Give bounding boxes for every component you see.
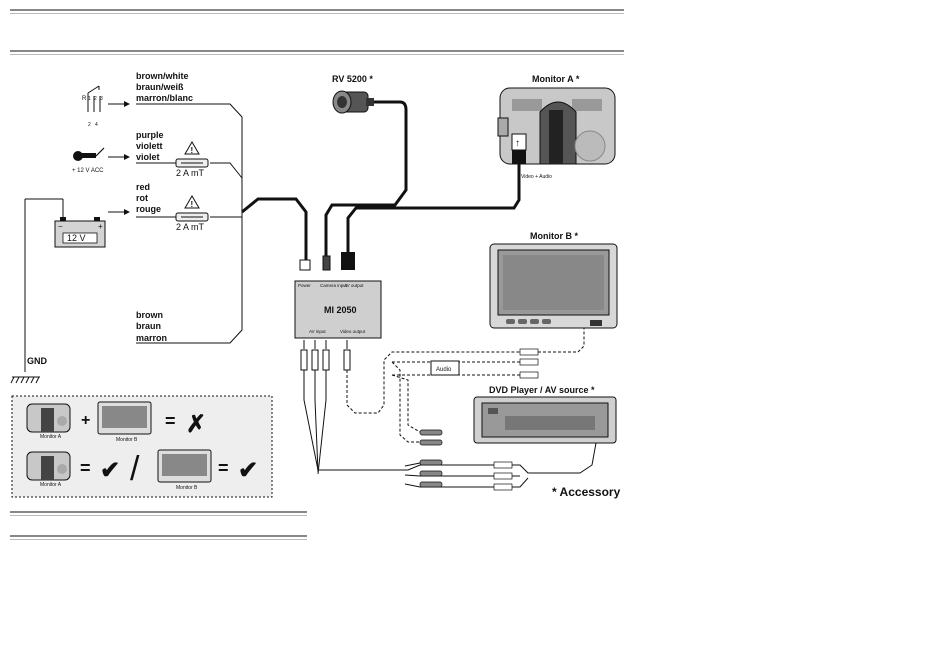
inset-monitor-b-icon-1 (97, 401, 152, 435)
switch-pin-4: 4 (95, 122, 98, 128)
camera-cable (324, 100, 408, 258)
monitor-a-cable (346, 164, 521, 252)
audio-label: Audio (436, 367, 452, 373)
monitor-a-icon: ↑ (497, 87, 616, 165)
inset-monitor-a-label-2: Monitor A (40, 482, 62, 488)
monitor-a-title: Monitor A * (532, 74, 580, 84)
cross-icon: ✗ (186, 411, 206, 438)
svg-text:+: + (98, 222, 103, 231)
av-output-connector (341, 252, 355, 270)
inset-plus: + (81, 412, 90, 429)
port-av-input-label: AV input (309, 329, 326, 334)
rca-plugs-bottom (300, 340, 351, 371)
wire-purple-en: purple (136, 130, 164, 140)
power-harness-cable (241, 197, 308, 262)
wire-purple-de: violett (136, 141, 163, 151)
inset-monitor-a-label-1: Monitor A (40, 434, 62, 440)
gnd-label: GND (27, 356, 48, 366)
accessory-note: * Accessory (552, 485, 621, 499)
wire-brown-white-de: braun/weiß (136, 82, 184, 92)
inset-monitor-b-label-2: Monitor B (176, 485, 198, 491)
switch-pin-2: 2 (94, 96, 97, 102)
monitor-a-port-label: Video + Audio (521, 174, 552, 180)
inset-equals-3: = (218, 458, 229, 478)
inset-monitor-a-icon-2 (26, 451, 71, 481)
fuse-purple-rating: 2 A mT (176, 168, 205, 178)
dvd-title: DVD Player / AV source * (489, 385, 595, 395)
port-av-output-label: AV output (344, 283, 364, 288)
mi-2050-module (294, 280, 382, 339)
inset-equals-2: = (80, 458, 91, 478)
inset-slash: / (130, 450, 140, 488)
wire-brown-fr: marron (136, 333, 167, 343)
wire-red-fr: rouge (136, 204, 161, 214)
check-icon-1: ✔ (100, 457, 120, 484)
acc-label: + 12 V ACC (72, 168, 104, 174)
ignition-switch-icon (87, 85, 101, 112)
footer-rules (10, 511, 307, 540)
port-camera-input-label: Camera input (320, 283, 348, 288)
wire-brown-en: brown (136, 310, 163, 320)
fuse-red-icon: ! (175, 195, 209, 222)
wire-purple-fr: violet (136, 152, 160, 162)
wire-purple-run (210, 162, 243, 179)
switch-pin-r: R (82, 96, 87, 102)
battery-label: 12 V (67, 233, 86, 243)
battery-icon: − + (54, 217, 106, 248)
port-video-output-label: Video output (340, 329, 366, 334)
ground-symbol-icon (10, 376, 40, 384)
camera-connector (322, 255, 331, 271)
audio-box (430, 360, 460, 376)
rca-connectors-right (419, 429, 443, 488)
svg-text:↑: ↑ (515, 138, 520, 149)
power-connector (299, 259, 311, 271)
port-power-label: Power (298, 283, 311, 288)
switch-pin-1: 1 (88, 96, 91, 102)
inset-monitor-b-label-1: Monitor B (116, 437, 138, 443)
wire-red-en: red (136, 182, 150, 192)
header-rules (10, 9, 624, 55)
wire-brown-white-fr: marron/blanc (136, 93, 193, 103)
av-tags (493, 348, 539, 491)
dvd-player-icon (473, 396, 617, 444)
inset-monitor-a-icon-1 (26, 403, 71, 433)
switch-pin-3: 3 (100, 96, 103, 102)
module-name: MI 2050 (324, 305, 357, 315)
ignition-key-icon (73, 147, 105, 161)
camera-icon (332, 90, 374, 114)
inset-monitor-b-icon-2 (157, 449, 212, 483)
svg-text:!: ! (191, 146, 194, 155)
inset-equals-1: = (165, 411, 176, 431)
av-input-cables (303, 370, 597, 488)
video-output-cable (346, 328, 585, 443)
fuse-purple-icon: ! (175, 141, 209, 168)
check-icon-2: ✔ (238, 457, 258, 484)
svg-text:−: − (58, 222, 63, 231)
camera-title: RV 5200 * (332, 74, 373, 84)
wire-red-de: rot (136, 193, 148, 203)
monitor-b-icon (489, 243, 618, 329)
wire-brown-white-en: brown/white (136, 71, 189, 81)
switch-pin-2b: 2 (88, 122, 91, 128)
wire-brown-de: braun (136, 321, 161, 331)
wire-brown-white-run (136, 103, 243, 344)
fuse-red-rating: 2 A mT (176, 222, 205, 232)
monitor-b-title: Monitor B * (530, 231, 578, 241)
svg-text:!: ! (191, 200, 194, 209)
